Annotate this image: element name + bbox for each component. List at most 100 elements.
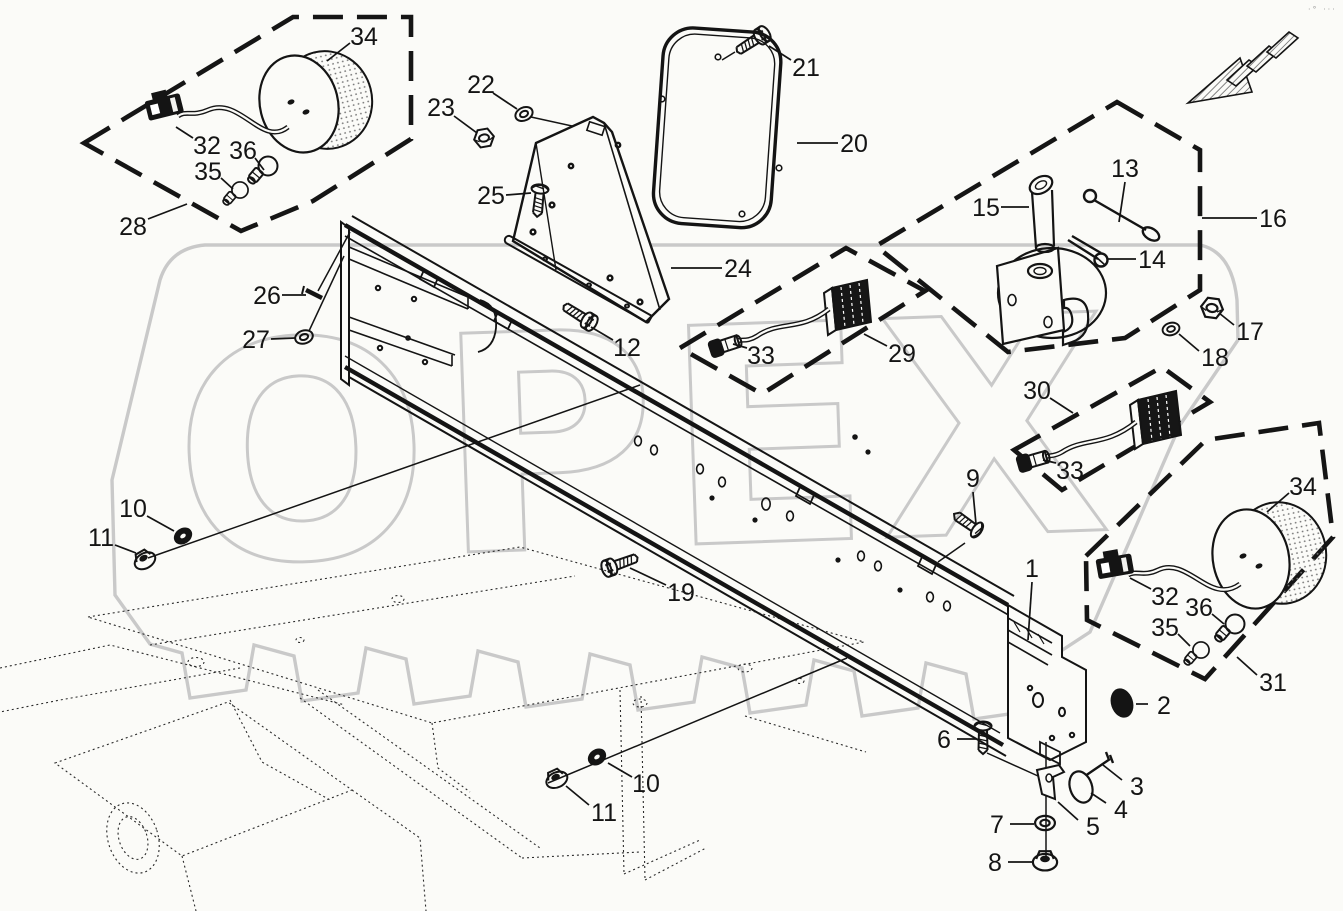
group-box-30-reflector-kit xyxy=(1009,364,1215,493)
callout-label-33-35: 33 xyxy=(747,342,775,370)
callout-label-19-20: 19 xyxy=(667,579,695,607)
lamp-cable-left xyxy=(176,105,290,135)
screw-6-axis-line xyxy=(986,752,1039,777)
callout-label-16-17: 16 xyxy=(1259,205,1287,233)
callout-leader-13-14 xyxy=(1118,181,1126,223)
group-box-29-reflector-kit xyxy=(675,245,930,397)
callout-leader-21-22 xyxy=(768,45,792,61)
callout-label-20-21: 20 xyxy=(840,130,868,158)
screw-21-axis-line xyxy=(721,51,736,61)
callout-leader-10-11 xyxy=(607,762,633,778)
callout-leader-11-12 xyxy=(565,785,590,806)
callout-leader-27-28 xyxy=(270,337,296,340)
callout-label-34-38: 34 xyxy=(1289,473,1317,501)
callout-leader-10-9 xyxy=(146,515,175,532)
callout-leader-35-41 xyxy=(1177,633,1191,647)
callout-leader-5-4 xyxy=(1057,801,1079,821)
lamp-cable-right xyxy=(1126,565,1242,593)
callout-label-6-5: 6 xyxy=(937,726,951,754)
callout-label-4-3: 4 xyxy=(1114,796,1128,824)
callout-label-27-28: 27 xyxy=(242,326,270,354)
callout-leader-29-30 xyxy=(863,333,888,347)
callout-label-13-14: 13 xyxy=(1111,155,1139,183)
callout-leader-33-35 xyxy=(732,343,748,349)
callout-label-3-2: 3 xyxy=(1130,773,1144,801)
callout-leader-33-36 xyxy=(1042,459,1057,464)
callout-label-35-39: 35 xyxy=(194,158,222,186)
callout-leader-30-31 xyxy=(1049,397,1074,414)
disc-4 xyxy=(1068,770,1094,804)
pin-3 xyxy=(1084,751,1115,777)
callout-label-32-33: 32 xyxy=(193,132,221,160)
pin-26-axis-line xyxy=(317,231,351,292)
travel-direction-arrow-icon xyxy=(1185,30,1300,105)
screw-21 xyxy=(731,23,775,60)
group-box-16-hitch-kit xyxy=(871,99,1203,355)
plug-cap-2 xyxy=(1110,688,1134,718)
callout-label-11-10: 11 xyxy=(88,524,114,552)
callout-label-30-31: 30 xyxy=(1023,377,1051,405)
group-box-31-lamp-kit xyxy=(1083,420,1336,682)
callout-leader-3-2 xyxy=(1102,764,1123,781)
main-frame-beam xyxy=(340,215,1087,766)
bracket-5 xyxy=(1035,763,1066,801)
callout-label-2-1: 2 xyxy=(1157,692,1171,720)
callout-leader-9-8 xyxy=(972,491,977,525)
hitch-bracket xyxy=(995,246,1108,347)
callout-leader-32-33 xyxy=(175,126,194,139)
callout-label-17-18: 17 xyxy=(1236,318,1264,346)
corner-mark: ·° ··· xyxy=(1308,5,1337,14)
callout-leader-31-32 xyxy=(1236,656,1258,676)
callout-leader-23-24 xyxy=(453,115,478,134)
callout-leader-22-23 xyxy=(492,92,518,110)
bulb-35-right xyxy=(1181,641,1210,668)
tail-lamp-34-left xyxy=(258,50,374,154)
callout-label-18-19: 18 xyxy=(1201,344,1229,372)
mounting-strip xyxy=(503,234,653,324)
callout-label-1-0: 1 xyxy=(1025,555,1039,583)
nut-23 xyxy=(471,126,497,150)
watermark-gear-outline xyxy=(110,243,1240,721)
callout-label-21-22: 21 xyxy=(792,54,820,82)
callout-label-9-8: 9 xyxy=(966,465,980,493)
callout-label-34-37: 34 xyxy=(350,23,378,51)
callout-leader-11-10 xyxy=(114,544,137,554)
callout-label-29-30: 29 xyxy=(888,340,916,368)
callout-label-35-41: 35 xyxy=(1151,614,1179,642)
callout-leader-34-37 xyxy=(326,42,351,62)
callout-label-11-12: 11 xyxy=(591,799,617,827)
callout-label-7-6: 7 xyxy=(990,811,1004,839)
callout-leader-12-13 xyxy=(590,326,614,341)
callout-leader-35-39 xyxy=(220,177,234,190)
callout-label-32-34: 32 xyxy=(1151,583,1179,611)
cover-plate-24 xyxy=(511,115,671,324)
callout-label-36-42: 36 xyxy=(1185,594,1213,622)
callout-label-28-29: 28 xyxy=(119,213,147,241)
callout-leader-25-26 xyxy=(505,192,532,196)
callout-label-36-40: 36 xyxy=(229,137,257,165)
callout-label-10-9: 10 xyxy=(119,495,147,523)
pin-26 xyxy=(301,285,324,301)
hitch-pin-15 xyxy=(1028,174,1056,254)
washer-22 xyxy=(512,103,536,125)
nut-8 xyxy=(1031,850,1059,872)
callout-leader-17-18 xyxy=(1218,312,1235,326)
callout-leader-1-0 xyxy=(1027,581,1033,641)
callout-leader-19-20 xyxy=(629,567,667,586)
bolt-axis-line-upper xyxy=(147,384,641,559)
bulb-35-left xyxy=(220,181,249,208)
callout-label-5-4: 5 xyxy=(1086,813,1100,841)
tail-lamp-34-right xyxy=(1211,501,1328,610)
washer-10-lower xyxy=(584,745,610,769)
nut-11-upper xyxy=(129,545,160,574)
callout-label-33-36: 33 xyxy=(1056,457,1084,485)
callout-label-24-25: 24 xyxy=(724,255,752,283)
grommet-27-axis-line xyxy=(308,255,345,332)
gasket-holes xyxy=(658,53,783,218)
callout-label-12-13: 12 xyxy=(613,334,641,362)
callout-leader-34-38 xyxy=(1266,492,1290,513)
callout-leader-28-29 xyxy=(147,203,188,220)
washer-18 xyxy=(1160,319,1182,339)
callout-label-26-27: 26 xyxy=(253,282,281,310)
